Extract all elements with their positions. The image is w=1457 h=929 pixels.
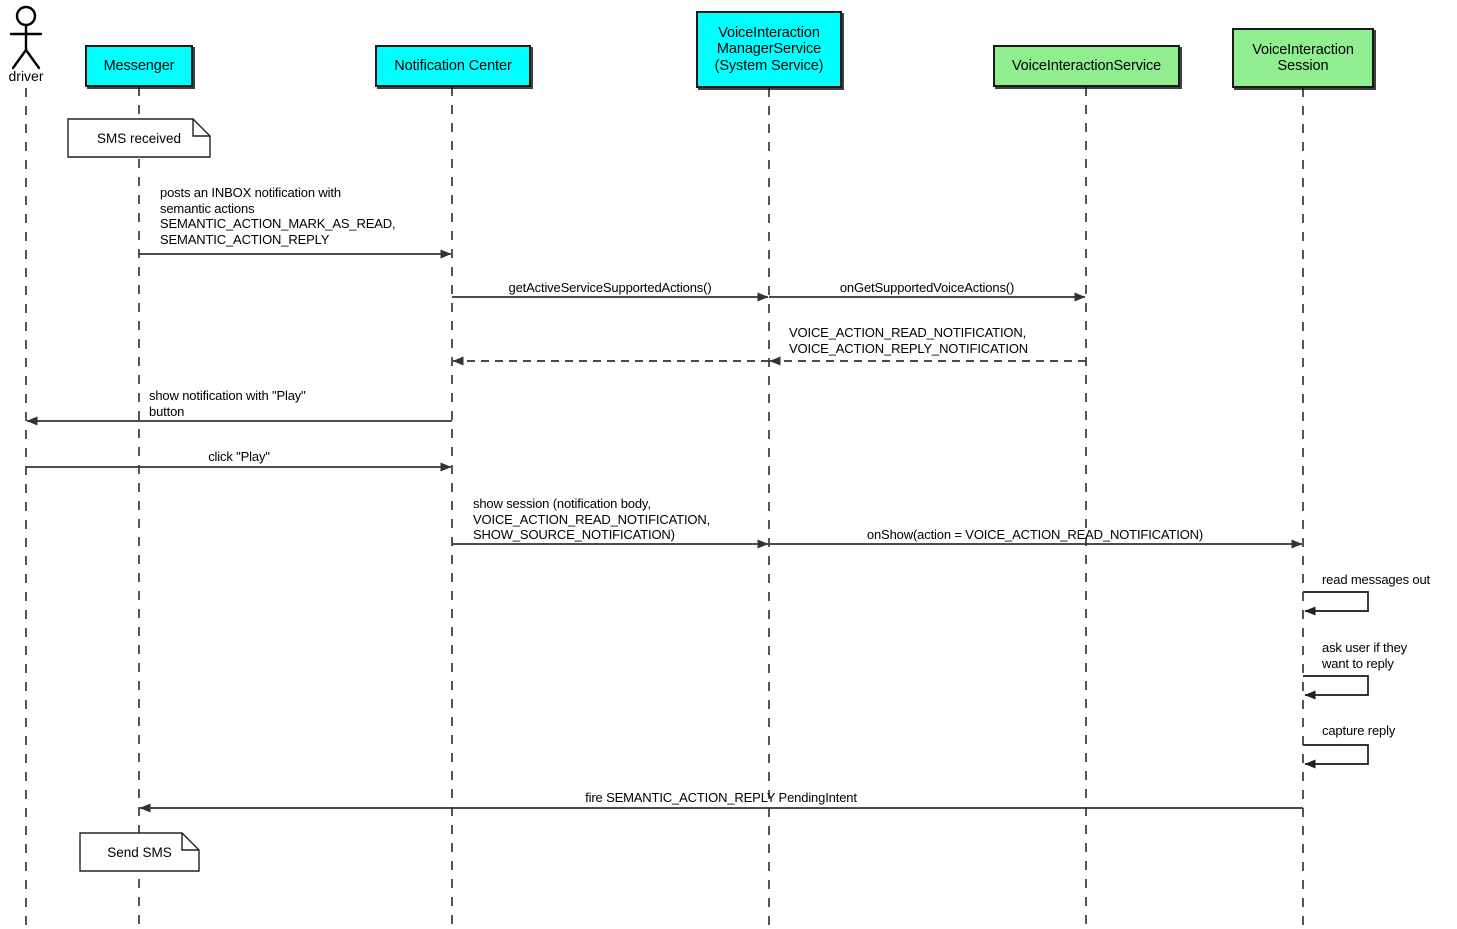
note-sms-received: SMS received [68,119,210,157]
messages-layer [26,249,1303,813]
msg-return-voice-actions-to-vims-label: VOICE_ACTION_READ_NOTIFICATION, VOICE_AC… [789,325,1029,356]
note-send-sms: Send SMS [80,833,199,871]
msg-on-show-label: onShow(action = VOICE_ACTION_READ_NOTIFI… [866,527,1204,542]
participant-voice-interaction-manager-service[interactable]: VoiceInteraction ManagerService (System … [696,11,842,88]
participant-label-voice-interaction-session: VoiceInteraction Session [1252,41,1354,75]
note-send-sms-shape [79,832,200,872]
lifelines-layer [25,87,1304,929]
msg-post-inbox-notification-label: posts an INBOX notification with semanti… [160,185,396,247]
participant-label-notification-center: Notification Center [394,57,512,74]
participant-messenger[interactable]: Messenger [85,45,193,87]
actor-driver-figure [9,5,43,70]
self-capture-reply-label: capture reply [1322,723,1396,738]
self-capture-reply-arrow [1303,744,1369,769]
participant-label-messenger: Messenger [103,57,175,74]
msg-on-get-supported-voice-actions-label: onGetSupportedVoiceActions() [839,280,1015,295]
self-read-messages-out-arrow [1303,591,1369,616]
participant-voice-interaction-session[interactable]: VoiceInteraction Session [1232,28,1374,88]
participant-voice-interaction-service[interactable]: VoiceInteractionService [993,45,1180,87]
self-messages-layer [1303,591,1369,769]
participant-label-voice-interaction-service: VoiceInteractionService [1011,57,1162,74]
msg-show-session-label: show session (notification body, VOICE_A… [473,496,711,542]
note-sms-received-shape [67,118,211,158]
actor-label-driver: driver [8,68,44,84]
self-read-messages-out-label: read messages out [1322,572,1431,587]
participant-label-voice-interaction-manager-service: VoiceInteraction ManagerService (System … [714,24,824,74]
msg-get-active-service-supported-actions-label: getActiveServiceSupportedActions() [508,280,712,295]
note-send-sms-text: Send SMS [107,844,172,860]
msg-click-play-label: click "Play" [208,449,270,464]
note-sms-received-text: SMS received [96,130,182,146]
msg-show-notification-with-play-label: show notification with "Play" button [149,388,306,419]
actor-figures-layer [9,5,43,70]
participant-notification-center[interactable]: Notification Center [375,45,531,87]
msg-fire-semantic-action-reply-label: fire SEMANTIC_ACTION_REPLY PendingIntent [585,790,857,805]
self-ask-user-reply-arrow [1303,675,1369,700]
notes-fold-layer [67,118,211,872]
self-ask-user-reply-label: ask user if they want to reply [1322,640,1408,671]
